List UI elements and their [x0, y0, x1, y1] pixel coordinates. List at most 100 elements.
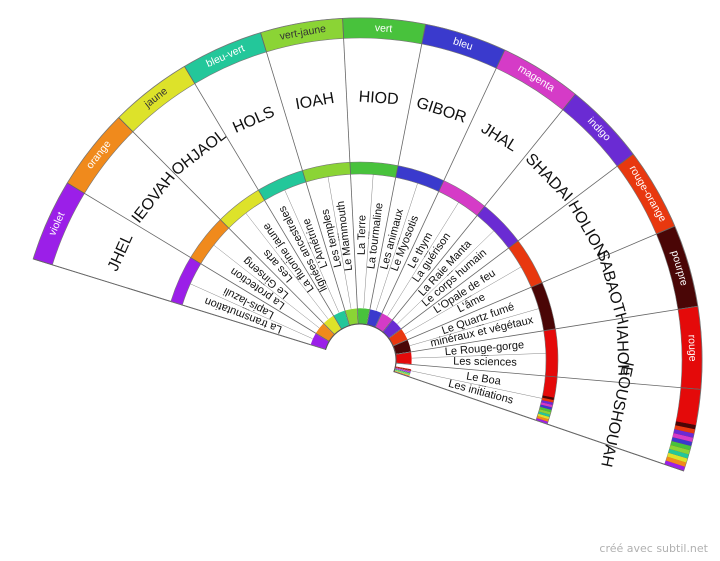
inner-color-band: [349, 162, 398, 178]
rainbow-stripe: [665, 456, 687, 467]
inner-color-band: [508, 240, 543, 288]
separator: ---: [478, 380, 488, 391]
rainbow-stripe: [541, 399, 554, 405]
separator: ---: [420, 248, 432, 260]
sector-divider: [392, 225, 675, 347]
rainbow-stripe: [538, 411, 551, 418]
rainbow-stripe: [542, 395, 555, 401]
inner-divider: [327, 176, 352, 309]
inner-divider: [213, 244, 320, 329]
rainbow-stripe: [540, 404, 553, 410]
inner-divider: [411, 353, 546, 359]
separator: ---: [478, 380, 488, 391]
rainbow-stripe: [671, 437, 693, 447]
inner-color-band: [543, 328, 558, 378]
rainbow-stripe: [395, 366, 412, 371]
rainbow-stripe: [395, 367, 411, 372]
rainbow-stripe: [672, 433, 694, 442]
rainbow-stripe: [535, 418, 549, 425]
inner-color-band: [531, 282, 556, 331]
separator: ---: [462, 291, 474, 303]
sector-divider: [374, 49, 506, 328]
rainbow-stripe: [394, 368, 411, 374]
rainbow-stripe: [394, 370, 410, 376]
sector-divider: [118, 117, 335, 335]
rainbow-stripe: [394, 368, 411, 373]
inner-divider: [387, 202, 459, 317]
inner-color-band: [220, 190, 265, 229]
color-label: bleu: [452, 35, 475, 53]
rainbow-stripe: [668, 448, 689, 459]
rainbow-stripe: [667, 452, 688, 463]
sector-divider: [382, 94, 576, 333]
inner-item: Le Boa: [465, 371, 502, 388]
rainbow-stripe: [676, 417, 697, 426]
separator: ---: [240, 303, 251, 315]
rainbow-stripe: [674, 425, 695, 434]
separator: ---: [303, 240, 315, 251]
rainbow-stripe: [394, 369, 411, 374]
rainbow-stripe: [664, 460, 685, 471]
rainbow-stripe: [670, 441, 691, 451]
separator: ---: [240, 303, 251, 315]
sector-name: IAHOH: [613, 325, 632, 376]
hub-outline: [324, 323, 397, 373]
inner-color-band: [302, 162, 351, 183]
sector-divider: [67, 182, 330, 342]
sector-divider: [388, 153, 634, 339]
separator: ---: [475, 320, 485, 331]
rainbow-stripe: [395, 367, 411, 372]
inner-color-band: [258, 170, 306, 201]
separator: ---: [475, 320, 485, 331]
color-label: rouge: [686, 334, 699, 361]
rainbow-stripe: [539, 406, 552, 413]
inner-divider: [363, 174, 374, 309]
inner-item: Les sciences: [453, 356, 517, 369]
inner-divider: [284, 189, 340, 313]
sector-name: IOAH: [294, 90, 335, 113]
inner-divider: [397, 230, 494, 325]
separator: ---: [420, 248, 432, 260]
sector-divider: [395, 362, 701, 390]
mid-ring-outline: [170, 161, 559, 425]
rainbow-stripe: [394, 369, 410, 375]
rainbow-stripe: [538, 409, 551, 415]
rainbow-stripe: [536, 415, 549, 422]
rainbow-stripe: [540, 402, 553, 408]
rainbow-stripe: [673, 429, 695, 438]
color-label: vert: [374, 22, 392, 35]
sector-name: HIOD: [358, 88, 399, 108]
inner-color-band: [170, 257, 201, 306]
sector-divider: [342, 18, 359, 325]
separator: ---: [462, 291, 474, 303]
inner-divider: [190, 283, 313, 339]
inner-divider: [375, 183, 418, 311]
separator: ---: [393, 236, 404, 247]
separator: ---: [364, 231, 374, 240]
inner-divider: [245, 213, 329, 320]
rainbow-stripe: [669, 444, 690, 455]
footer-credit: créé avec subtil.net: [599, 542, 708, 555]
inner-color-band: [190, 219, 229, 264]
rainbow-stripe: [395, 366, 412, 370]
rainbow-stripe: [537, 413, 550, 420]
sector-divider: [260, 32, 350, 326]
rainbow-stripe: [542, 393, 555, 398]
inner-color-band: [438, 180, 485, 216]
inner-item: La Terre: [356, 215, 369, 255]
sector-divider: [395, 305, 698, 355]
inner-divider: [410, 370, 543, 399]
rainbow-stripe: [541, 397, 554, 403]
separator: ---: [481, 350, 490, 359]
rainbow-stripe: [394, 369, 411, 375]
separator: ---: [333, 232, 343, 242]
inner-color-band: [477, 206, 519, 249]
separator: ---: [303, 240, 315, 251]
separator: ---: [481, 350, 490, 359]
separator: ---: [393, 236, 404, 247]
inner-divider: [409, 308, 539, 346]
sector-divider: [366, 24, 426, 325]
